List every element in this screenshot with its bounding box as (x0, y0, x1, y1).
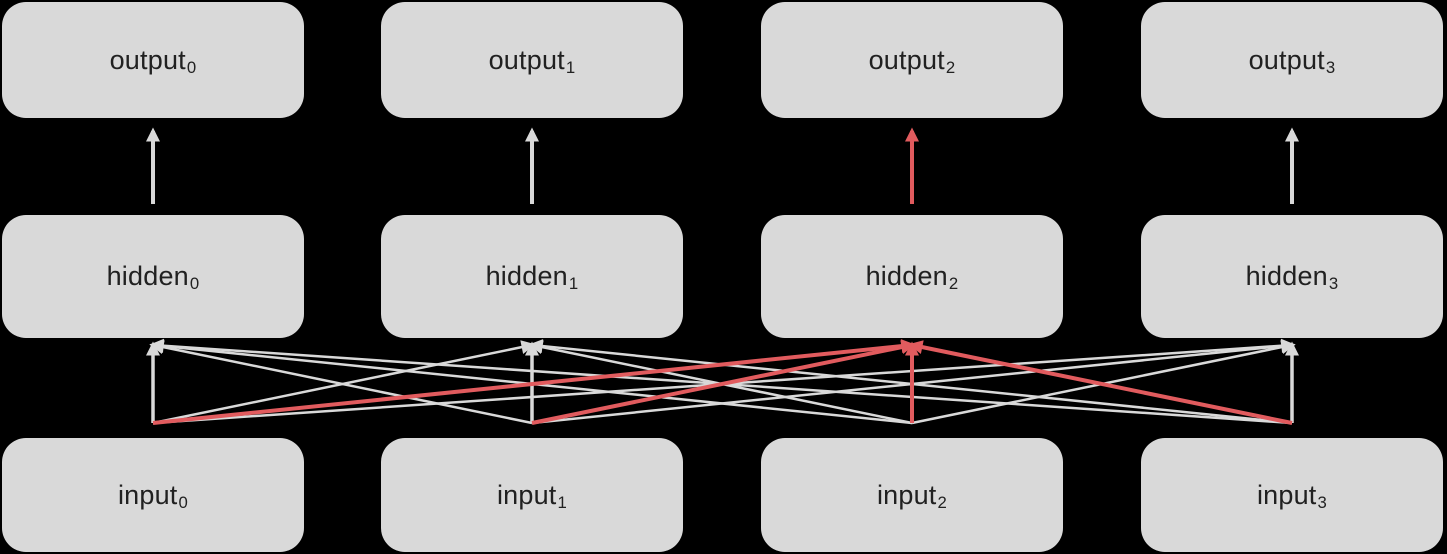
hidden-1-node: hidden1 (381, 215, 683, 338)
edge-input_1-to-hidden_0 (149, 340, 533, 425)
hidden-3-label: hidden3 (1245, 261, 1339, 294)
edge-input_2-to-hidden_0 (149, 339, 913, 425)
hidden-0-node: hidden0 (2, 215, 304, 338)
input-3-label: input3 (1256, 479, 1328, 512)
edge-input_2-to-hidden_3 (911, 340, 1296, 425)
input-3-node: input3 (1141, 438, 1443, 552)
output-2-node: output2 (761, 2, 1063, 118)
edge-input_3-to-hidden_0 (149, 338, 1293, 425)
output-0-label: output0 (109, 44, 197, 77)
edge-input_1-to-hidden_2 (531, 340, 916, 425)
hidden-0-label: hidden0 (106, 261, 200, 294)
hidden-2-node: hidden2 (761, 215, 1063, 338)
edge-input_0-to-hidden_3 (152, 338, 1296, 425)
edge-input_1-to-hidden_3 (531, 339, 1296, 425)
input-0-label: input0 (117, 479, 189, 512)
input-2-label: input2 (876, 479, 948, 512)
output-2-label: output2 (868, 44, 956, 77)
edge-input_0-to-hidden_1 (152, 340, 536, 425)
edge-input_0-to-hidden_2 (152, 339, 916, 425)
edge-input_2-to-hidden_1 (528, 340, 913, 425)
output-1-node: output1 (381, 2, 683, 118)
hidden-1-label: hidden1 (485, 261, 579, 294)
hidden-2-label: hidden2 (865, 261, 959, 294)
input-0-node: input0 (2, 438, 304, 552)
output-0-node: output0 (2, 2, 304, 118)
input-2-node: input2 (761, 438, 1063, 552)
edge-input_3-to-hidden_1 (528, 339, 1293, 425)
output-1-label: output1 (488, 44, 576, 77)
hidden-3-node: hidden3 (1141, 215, 1443, 338)
input-1-node: input1 (381, 438, 683, 552)
edge-input_3-to-hidden_2 (908, 340, 1293, 425)
output-3-label: output3 (1248, 44, 1336, 77)
output-3-node: output3 (1141, 2, 1443, 118)
input-1-label: input1 (496, 479, 568, 512)
